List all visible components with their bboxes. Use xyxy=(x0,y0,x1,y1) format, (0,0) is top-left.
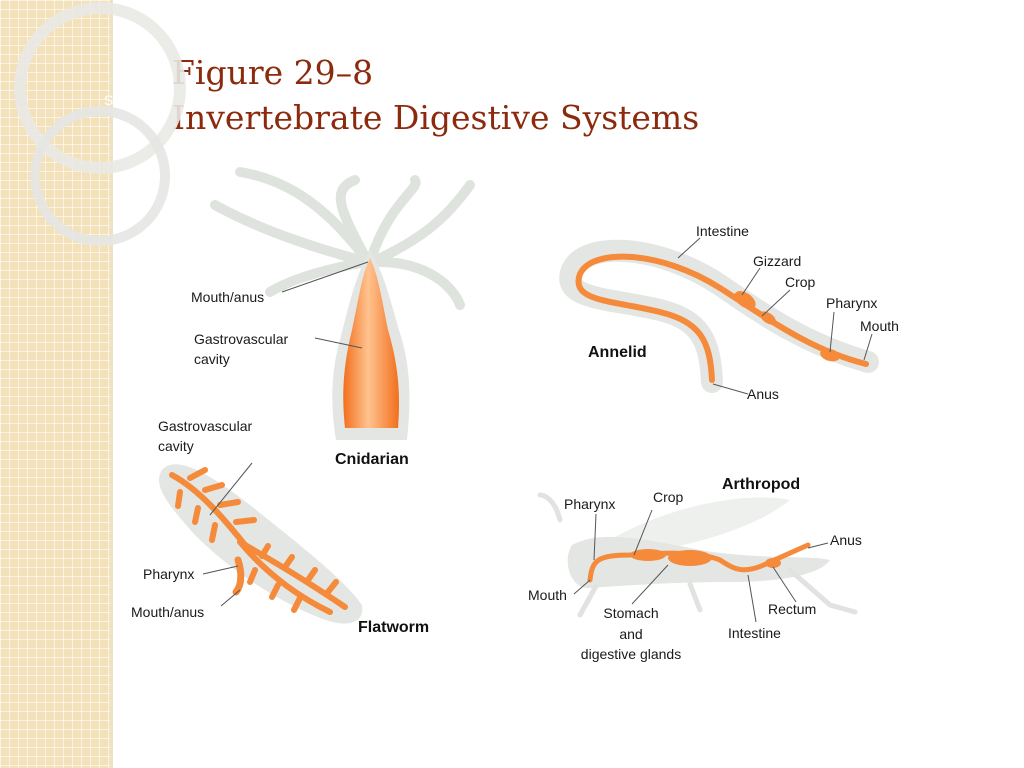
arthropod-label-pharynx: Pharynx xyxy=(564,496,615,512)
arthropod-legs xyxy=(537,492,858,618)
cnidarian-tentacles xyxy=(210,167,475,310)
flatworm-diagram: Gastrovascular cavity Pharynx Mouth/anus… xyxy=(131,418,429,636)
title-line-subject: Invertebrate Digestive Systems xyxy=(172,98,700,137)
annelid-diagram: Intestine Gizzard Crop Pharynx Mouth Anu… xyxy=(559,223,899,402)
arthropod-wing xyxy=(610,497,790,555)
annelid-label-intestine: Intestine xyxy=(696,223,749,239)
arthropod-label-crop: Crop xyxy=(653,489,684,505)
sidebar-letter: S xyxy=(104,92,114,108)
annelid-gizzard xyxy=(734,291,756,309)
flatworm-label-gastro-line1: Gastrovascular xyxy=(158,418,252,434)
arthropod-diagram: Arthropod Pharynx Crop Anus Mouth Stomac… xyxy=(528,476,862,662)
sidebar-border xyxy=(110,0,113,768)
annelid-label-anus: Anus xyxy=(747,386,779,402)
title-line-figure: Figure 29–8 xyxy=(172,53,374,92)
annelid-label-crop: Crop xyxy=(785,274,816,290)
flatworm-name: Flatworm xyxy=(358,619,429,636)
cnidarian-label-gastro-line2: cavity xyxy=(194,351,230,367)
annelid-label-pharynx: Pharynx xyxy=(826,295,877,311)
cnidarian-gastrovascular-cavity xyxy=(343,258,399,428)
annelid-label-mouth: Mouth xyxy=(860,318,899,334)
slide-title: Figure 29–8 Invertebrate Digestive Syste… xyxy=(172,50,699,140)
arthropod-label-rectum: Rectum xyxy=(768,601,816,617)
arthropod-name: Arthropod xyxy=(722,476,800,493)
arthropod-rectum xyxy=(765,558,781,568)
arthropod-label-stomach-line1: Stomach xyxy=(603,605,658,621)
annelid-pharynx xyxy=(820,348,840,362)
cnidarian-diagram: Mouth/anus Gastrovascular cavity Cnidari… xyxy=(191,167,475,468)
decorative-rings xyxy=(14,2,186,246)
flatworm-label-mouth-anus: Mouth/anus xyxy=(131,604,204,620)
arthropod-stomach xyxy=(668,550,712,566)
cnidarian-label-gastro-line1: Gastrovascular xyxy=(194,331,288,347)
annelid-body xyxy=(559,239,879,393)
flatworm-gut-branches xyxy=(169,467,348,615)
cnidarian-label-mouth-anus: Mouth/anus xyxy=(191,289,264,305)
arthropod-label-mouth: Mouth xyxy=(528,587,567,603)
flatworm-label-gastro-line2: cavity xyxy=(158,438,194,454)
arthropod-label-stomach-line3: digestive glands xyxy=(581,646,681,662)
cnidarian-name: Cnidarian xyxy=(335,451,409,468)
annelid-name: Annelid xyxy=(588,344,647,361)
flatworm-label-pharynx: Pharynx xyxy=(143,566,194,582)
arthropod-label-intestine: Intestine xyxy=(728,625,781,641)
arthropod-crop xyxy=(630,549,666,561)
arthropod-label-anus: Anus xyxy=(830,532,862,548)
annelid-label-gizzard: Gizzard xyxy=(753,253,801,269)
arthropod-label-stomach-line2: and xyxy=(619,626,642,642)
flatworm-pharynx xyxy=(232,556,245,596)
